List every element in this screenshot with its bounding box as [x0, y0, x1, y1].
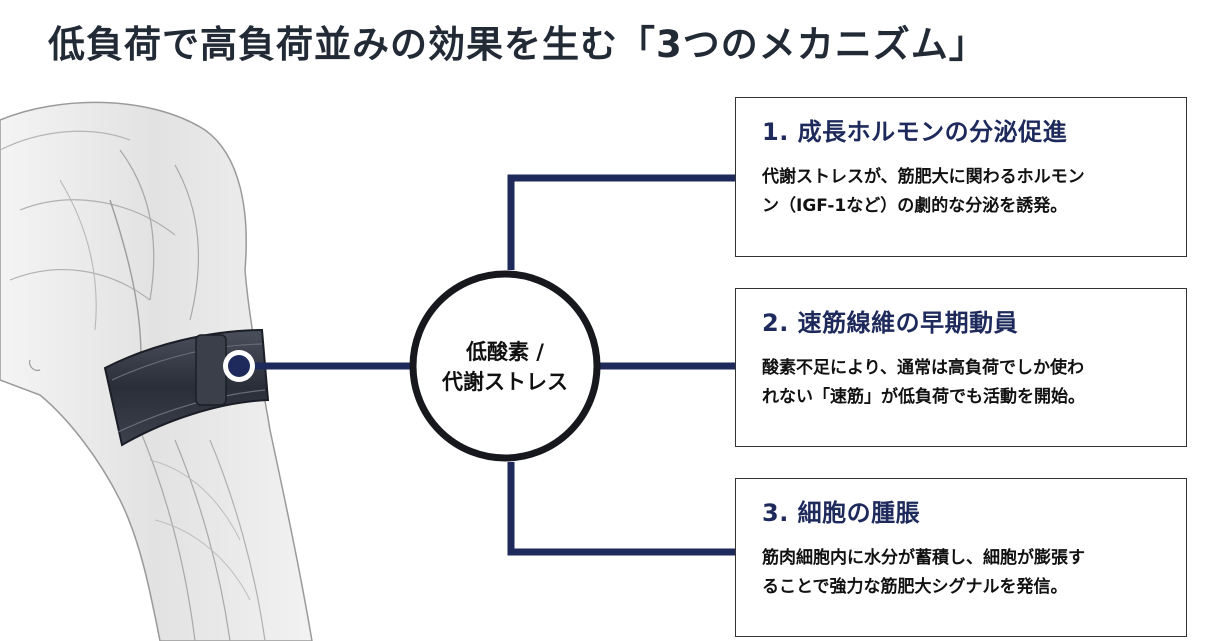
hub-label-line2: 代謝ストレス [442, 370, 568, 394]
arm-illustration [0, 101, 313, 641]
mechanism-description-line: 筋肉細胞内に水分が蓄積し、細胞が膨張す [762, 548, 1085, 568]
hub-label-line1: 低酸素 / [466, 339, 544, 364]
mechanism-title: 1. 成長ホルモンの分泌促進 [762, 118, 1068, 146]
mechanism-description-line: 酸素不足により、通常は高負荷でしか使わ [762, 358, 1084, 378]
mechanism-description: 酸素不足により、通常は高負荷でしか使わ れない「速筋」が低負荷でも活動を開始。 [762, 354, 1166, 412]
mechanism-description-line: ることで強力な筋肥大シグナルを発信。 [762, 576, 1068, 597]
hub-label: 低酸素 / 代謝ストレス [410, 282, 600, 452]
mechanism-card-2: 2. 速筋線維の早期動員 酸素不足により、通常は高負荷でしか使わ れない「速筋」… [735, 288, 1187, 447]
mechanism-description: 筋肉細胞内に水分が蓄積し、細胞が膨張す ることで強力な筋肥大シグナルを発信。 [762, 544, 1166, 602]
mechanism-card-1: 1. 成長ホルモンの分泌促進 代謝ストレスが、筋肥大に関わるホルモン ン（IGF… [735, 97, 1187, 257]
mechanism-description: 代謝ストレスが、筋肥大に関わるホルモン ン（IGF-1など）の劇的な分泌を誘発。 [762, 163, 1166, 221]
mechanism-title: 3. 細胞の腫脹 [762, 499, 921, 527]
mechanism-description-line: れない「速筋」が低負荷でも活動を開始。 [762, 386, 1085, 407]
mechanism-card-3: 3. 細胞の腫脹 筋肉細胞内に水分が蓄積し、細胞が膨張す ることで強力な筋肥大シ… [735, 478, 1187, 637]
connector-lines [239, 174, 735, 556]
page-title: 低負荷で高負荷並みの効果を生む「3つのメカニズム」 [48, 23, 987, 66]
mechanism-description-line: ン（IGF-1など）の劇的な分泌を誘発。 [762, 195, 1068, 216]
mechanism-description-line: 代謝ストレスが、筋肥大に関わるホルモン [762, 167, 1085, 187]
cuff-node [228, 355, 250, 377]
mechanism-title: 2. 速筋線維の早期動員 [762, 309, 1019, 337]
hub-circle [409, 270, 601, 462]
